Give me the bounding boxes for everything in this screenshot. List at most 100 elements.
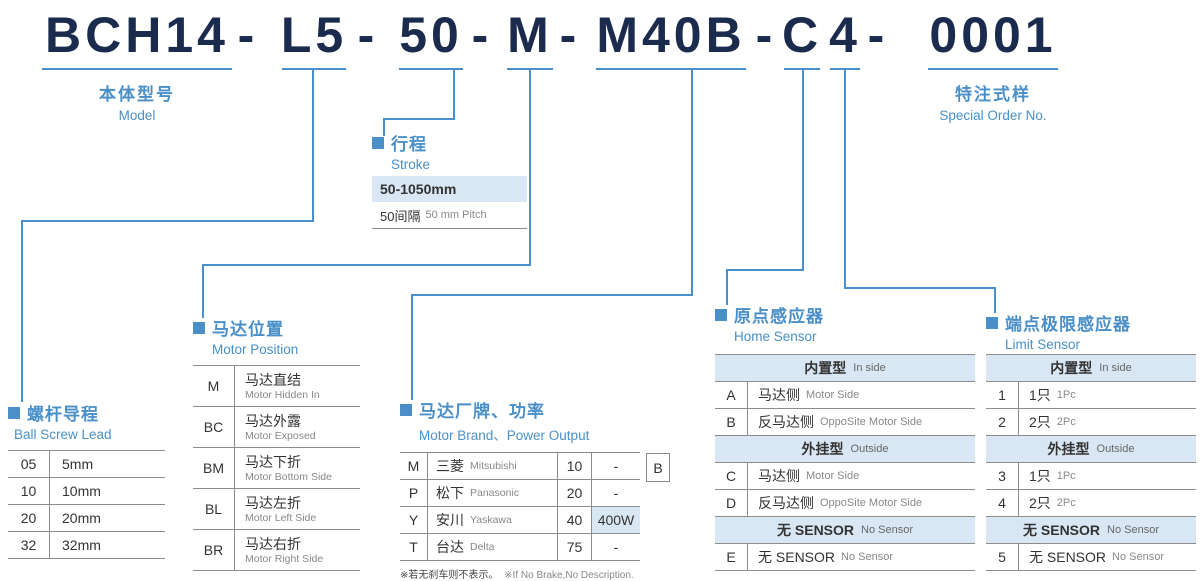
group-header-zh: 无 SENSOR bbox=[1023, 522, 1101, 538]
position-en: Motor Left Side bbox=[245, 512, 317, 525]
lead-code: 32 bbox=[8, 532, 50, 558]
connector-line bbox=[383, 118, 385, 136]
section-title-en: Motor Position bbox=[212, 342, 299, 357]
sensor-row: B 反马达侧 OppoSite Motor Side bbox=[715, 409, 975, 436]
home-sensor-title: 原点感应器 bbox=[715, 302, 975, 327]
power-code: 40 bbox=[558, 507, 592, 533]
sensor-desc: 2只 2Pc bbox=[1019, 490, 1076, 516]
brand-code: T bbox=[400, 534, 428, 560]
sensor-row: 2 2只 2Pc bbox=[986, 409, 1196, 436]
sensor-zh: 1只 bbox=[1029, 387, 1051, 403]
group-header-en: Outside bbox=[850, 443, 889, 455]
connector-line bbox=[802, 70, 804, 271]
brand-code: P bbox=[400, 480, 428, 506]
sensor-code: 4 bbox=[986, 490, 1019, 516]
position-en: Motor Exposed bbox=[245, 430, 316, 443]
underline-limit-sensor bbox=[830, 68, 860, 70]
sensor-group-header: 无 SENSOR No Sensor bbox=[715, 517, 975, 544]
brand-zh: 松下 bbox=[436, 485, 464, 501]
brake-note-zh: ※若无刹车则不表示。 bbox=[400, 570, 499, 581]
position-code: BC bbox=[193, 407, 235, 447]
limit-sensor-title: 端点极限感应器 bbox=[986, 310, 1196, 335]
sensor-desc: 马达侧 Motor Side bbox=[748, 382, 859, 408]
limit-sensor-section: 端点极限感应器 Limit Sensor 内置型 In side 1 1只 1P… bbox=[986, 310, 1196, 571]
lead-value: 5mm bbox=[62, 456, 94, 472]
stroke-range-cell: 50-1050mm bbox=[372, 176, 527, 202]
stroke-pitch-cell: 50间隔 50 mm Pitch bbox=[372, 202, 527, 229]
table-row: BL 马达左折 Motor Left Side bbox=[193, 489, 360, 530]
square-bullet-icon bbox=[400, 403, 412, 416]
power-value-highlighted: 400W bbox=[592, 507, 640, 533]
power-code: 20 bbox=[558, 480, 592, 506]
position-desc: 马达下折 Motor Bottom Side bbox=[235, 448, 332, 488]
code-segment-home-sensor: C bbox=[781, 7, 823, 63]
connector-line bbox=[312, 70, 314, 222]
sensor-code: B bbox=[715, 409, 748, 435]
lead-code: 05 bbox=[8, 451, 50, 477]
underline-home-sensor bbox=[784, 68, 820, 70]
power-code: 75 bbox=[558, 534, 592, 560]
section-title-zh: 端点极限感应器 bbox=[1005, 315, 1131, 334]
sensor-en: No Sensor bbox=[1112, 551, 1164, 563]
sensor-row: D 反马达侧 OppoSite Motor Side bbox=[715, 490, 975, 517]
connector-line bbox=[844, 70, 846, 289]
sensor-en: 1Pc bbox=[1056, 470, 1076, 482]
brand-zh: 台达 bbox=[436, 539, 464, 555]
connector-line bbox=[726, 269, 728, 305]
power-value: - bbox=[613, 458, 619, 474]
sensor-zh: 1只 bbox=[1029, 468, 1051, 484]
sensor-desc: 马达侧 Motor Side bbox=[748, 463, 859, 489]
position-en: Motor Right Side bbox=[245, 553, 324, 566]
sensor-zh: 2只 bbox=[1029, 414, 1051, 430]
sensor-zh: 无 SENSOR bbox=[758, 549, 836, 565]
section-title-zh: 螺杆导程 bbox=[27, 405, 99, 424]
sensor-row: 1 1只 1Pc bbox=[986, 382, 1196, 409]
group-header-en: No Sensor bbox=[1107, 524, 1159, 536]
square-bullet-icon bbox=[8, 406, 20, 419]
sensor-code: E bbox=[715, 544, 748, 570]
connector-line bbox=[21, 220, 314, 222]
position-zh: 马达右折 bbox=[245, 535, 301, 552]
sensor-desc: 1只 1Pc bbox=[1019, 463, 1076, 489]
position-desc: 马达左折 Motor Left Side bbox=[235, 489, 316, 529]
sensor-group-header: 内置型 In side bbox=[986, 355, 1196, 382]
connector-line bbox=[844, 287, 996, 289]
sensor-row: 4 2只 2Pc bbox=[986, 490, 1196, 517]
section-title-en: Home Sensor bbox=[734, 329, 817, 344]
sensor-code: C bbox=[715, 463, 748, 489]
brand-code: M bbox=[400, 453, 428, 479]
section-title-en: Stroke bbox=[391, 157, 431, 172]
sensor-desc: 1只 1Pc bbox=[1019, 382, 1076, 408]
code-separator: - bbox=[357, 7, 379, 63]
code-segment-limit-sensor: 4 bbox=[829, 7, 861, 63]
lead-value: 10mm bbox=[62, 483, 101, 499]
motor-brand-table: M 三菱 Mitsubishi 10 - P 松下 Panasonic 20 -… bbox=[400, 452, 670, 561]
code-segment-motor-position: M bbox=[507, 7, 553, 63]
sensor-desc: 反马达侧 OppoSite Motor Side bbox=[748, 409, 922, 435]
table-row: T 台达 Delta 75 - bbox=[400, 534, 640, 561]
code-segment-motor-brand: M40B bbox=[596, 7, 746, 63]
code-separator: - bbox=[559, 7, 581, 63]
code-separator: - bbox=[237, 7, 259, 63]
motor-brand-title: 马达厂牌、功率 bbox=[400, 397, 676, 422]
limit-sensor-table: 内置型 In side 1 1只 1Pc 2 2只 2Pc 外挂型 Outsid… bbox=[986, 354, 1196, 571]
sensor-row: E 无 SENSOR No Sensor bbox=[715, 544, 975, 571]
sensor-en: Motor Side bbox=[806, 389, 860, 401]
stroke-section-title: 行程 bbox=[372, 130, 542, 155]
position-code: M bbox=[193, 366, 235, 406]
brand-zh: 安川 bbox=[436, 512, 464, 528]
connector-line bbox=[453, 70, 455, 120]
sensor-row: A 马达侧 Motor Side bbox=[715, 382, 975, 409]
motor-brand-section: 马达厂牌、功率 Motor Brand、Power Output M 三菱 Mi… bbox=[400, 397, 676, 581]
brand-en: Panasonic bbox=[470, 487, 520, 499]
motor-position-table: M 马达直结 Motor Hidden In BC 马达外露 Motor Exp… bbox=[193, 365, 360, 571]
motor-position-title: 马达位置 bbox=[193, 315, 360, 340]
table-row: 20 20mm bbox=[8, 505, 165, 532]
connector-line bbox=[994, 287, 996, 313]
sensor-en: Motor Side bbox=[806, 470, 860, 482]
connector-line bbox=[202, 264, 531, 266]
lead-code: 10 bbox=[8, 478, 50, 504]
position-zh: 马达外露 bbox=[245, 412, 301, 429]
lead-value: 20mm bbox=[62, 510, 101, 526]
code-segment-lead: L5 bbox=[280, 7, 348, 63]
